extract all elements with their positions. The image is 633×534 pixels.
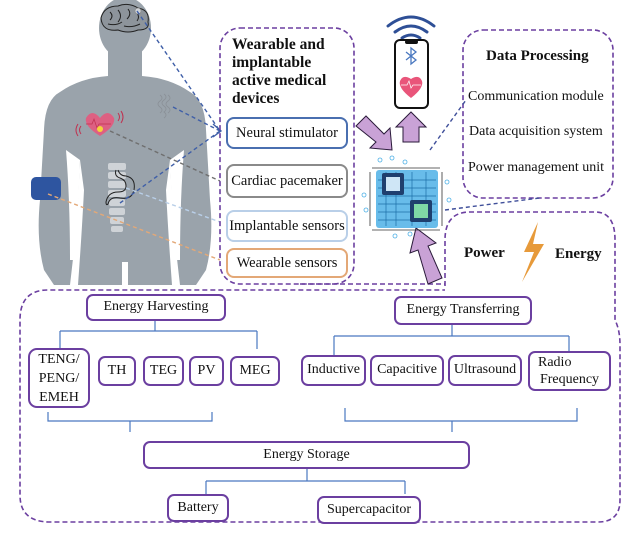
device-leader-lines [47,10,221,261]
devices-title-line-2: implantable [232,54,312,71]
transfer-label: Capacitive [377,362,437,378]
energy-transferring-box[interactable]: Energy Transferring [394,296,532,325]
data-processing-title: Data Processing [486,48,589,64]
brain-implant-dot [134,7,142,15]
harvest-label: MEG [239,362,271,378]
storage-label: Supercapacitor [327,501,411,517]
emeh-line: EMEH [39,389,79,405]
devices-title-line-1: Wearable and [232,36,325,53]
transfer-item-radio-frequency[interactable]: Radio Frequency [528,351,611,391]
devices-title-line-4: devices [232,90,280,107]
harvest-item-teg[interactable]: TEG [143,356,184,386]
harvest-item-meg[interactable]: MEG [230,356,280,386]
transfer-label: Ultrasound [453,362,517,378]
harvest-item-pv[interactable]: PV [189,356,224,386]
harvest-label: TEG [149,362,178,378]
energy-storage-title: Energy Storage [263,446,350,462]
leader-stomach [125,187,221,223]
smartphone-icon [394,39,429,109]
transfer-item-capacitive[interactable]: Capacitive [370,355,444,386]
data-processing-item-acquisition: Data acquisition system [469,124,603,139]
leader-arrowhead [212,123,223,138]
transfer-item-inductive[interactable]: Inductive [301,355,366,386]
stomach-icon [105,169,135,206]
harvest-label: TH [107,362,127,378]
bluetooth-icon [405,46,418,66]
storage-item-supercapacitor[interactable]: Supercapacitor [317,496,421,524]
arrow-devices-to-chip [355,115,393,151]
leader-heart [109,130,221,182]
data-processing-item-communication: Communication module [468,89,604,104]
device-label: Wearable sensors [236,254,338,271]
energy-harvesting-title: Energy Harvesting [103,299,209,315]
armpit-gap-right [170,150,184,260]
rf-line-1: Radio [538,355,572,370]
storage-item-battery[interactable]: Battery [167,494,229,522]
device-label: Neural stimulator [236,124,338,141]
energy-storage-box[interactable]: Energy Storage [143,441,470,469]
arrow-up-to-phone [394,111,428,143]
wearable-armband-icon [31,177,61,200]
devices-panel-border [219,27,355,285]
lightning-bolt-icon [522,222,544,282]
energy-transferring-title: Energy Transferring [406,302,520,318]
device-cardiac-pacemaker[interactable]: Cardiac pacemaker [226,164,348,198]
harvest-item-teng-peng-emeh[interactable]: TENG/ PENG/ EMEH [28,348,90,408]
peng-line: PENG/ [38,370,80,386]
phone-heart-icon [399,76,423,98]
tree-connectors [47,320,578,494]
chip-to-power-line [444,197,541,211]
leader-brain [136,10,221,132]
rf-line-2: Frequency [539,372,600,387]
device-neural-stimulator[interactable]: Neural stimulator [226,117,348,149]
device-implantable-sensors[interactable]: Implantable sensors [226,210,348,242]
transfer-label: Inductive [307,362,360,378]
wireless-signal-icon [386,15,436,40]
device-wearable-sensors[interactable]: Wearable sensors [226,248,348,278]
energy-label: Energy [555,246,602,262]
microchip-icon [361,155,452,239]
chip-to-data-processing-line [429,99,467,151]
harvest-item-th[interactable]: TH [98,356,136,386]
leader-armband [47,193,221,261]
device-label: Implantable sensors [229,217,345,234]
data-processing-item-power-mgmt: Power management unit [468,160,605,175]
arrow-power-to-chip [409,227,443,285]
energy-region-border [19,211,621,523]
leader-shoulder [172,106,221,132]
energy-harvesting-box[interactable]: Energy Harvesting [86,294,226,321]
devices-panel-title: Wearable and implantable active medical … [232,36,350,108]
armpit-gap-left [66,150,80,260]
leg-gap [122,262,128,286]
transfer-item-ultrasound[interactable]: Ultrasound [448,355,522,386]
shoulder-wave-icon [157,93,171,119]
teng-line: TENG/ [38,351,80,367]
heart-pacemaker-icon [75,110,124,137]
storage-label: Battery [177,499,219,515]
harvest-label: PV [197,362,216,378]
devices-title-line-3: active medical [232,72,327,89]
human-body-silhouette [38,0,212,285]
power-label: Power [464,245,505,261]
device-label: Cardiac pacemaker [231,172,343,189]
